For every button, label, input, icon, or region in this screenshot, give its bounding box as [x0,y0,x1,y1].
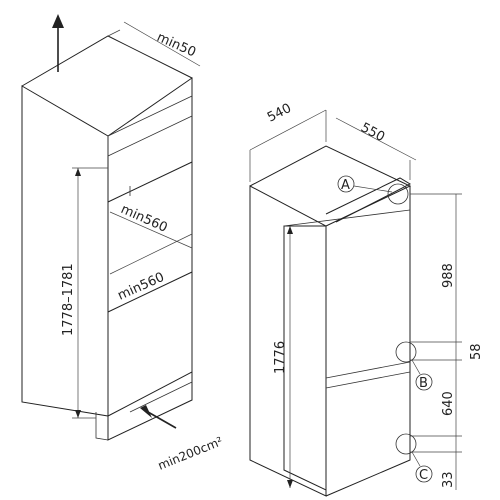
bottom-gap-label: 33 [441,471,456,488]
up-arrow-icon [52,14,64,72]
upper-door-height-label: 988 [441,263,456,288]
appliance-height-label: 1776 [273,341,288,374]
top-clearance-label: min50 [154,30,198,60]
airflow-arrow-icon [140,405,177,429]
niche-width-label-lower: min560 [116,270,167,304]
niche-height-label: 1778–1781 [61,263,76,336]
ventilation-label: min200cm² [156,434,225,473]
marker-c-label: C [419,468,428,483]
marker-a-label: A [341,178,350,193]
marker-b-label: B [419,376,428,391]
marker-a-circle [387,183,409,205]
marker-b-circle [395,341,417,363]
gap-height-label: 58 [469,343,484,360]
appliance: A B C 540 550 1776 988 58 640 33 [249,101,484,497]
appliance-depth-label: 540 [265,101,294,126]
appliance-width-label: 550 [358,120,387,145]
marker-c-circle [395,433,417,455]
lower-door-height-label: 640 [441,391,456,416]
niche-cabinet: 1778–1781 min560 min560 min50 min200cm² [21,14,225,473]
niche-width-label-upper: min560 [118,202,169,236]
